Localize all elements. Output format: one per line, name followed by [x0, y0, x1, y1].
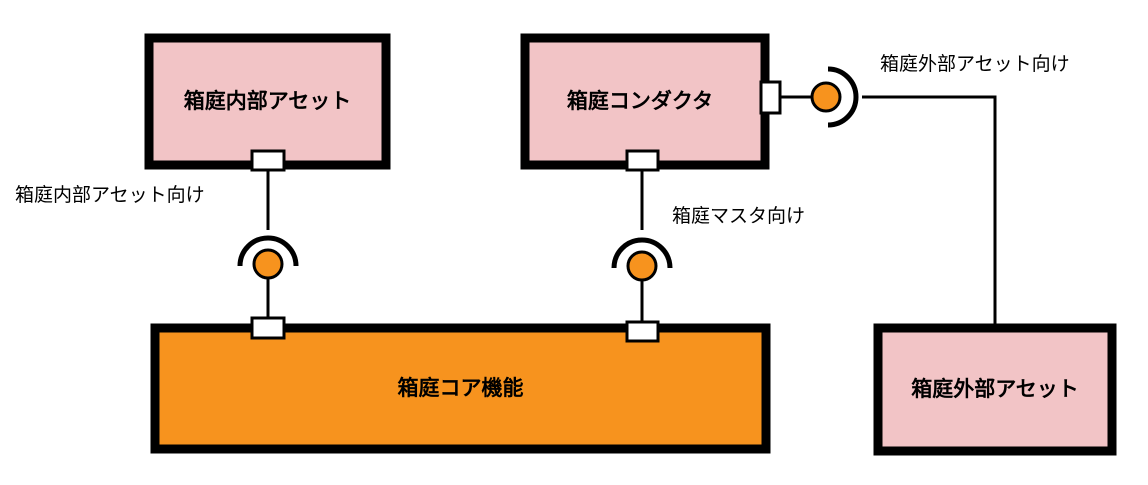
component-external-asset: 箱庭外部アセット [873, 323, 1117, 456]
interface-internal-label: 箱庭内部アセット向け [15, 184, 205, 206]
component-conductor-label: 箱庭コンダクタ [567, 89, 713, 113]
component-external-asset-box [873, 323, 1117, 456]
port-core-right [625, 320, 660, 343]
interface-external-label: 箱庭外部アセット向け [880, 53, 1070, 75]
component-conductor: 箱庭コンダクタ [520, 33, 770, 170]
port-conductor-bottom [625, 149, 660, 172]
interface-external [810, 66, 859, 128]
ball-internal [252, 248, 284, 280]
connector-external [780, 95, 997, 324]
component-external-asset-label: 箱庭外部アセット [911, 377, 1079, 401]
socket-master [611, 237, 673, 269]
component-internal-asset: 箱庭内部アセット [144, 33, 391, 170]
ball-master [626, 250, 658, 282]
port-internal-asset-bottom [250, 149, 286, 172]
port-conductor-right [759, 80, 782, 115]
interface-master [611, 237, 673, 282]
socket-external [827, 66, 859, 128]
interface-internal [237, 235, 299, 280]
port-core-left [250, 316, 286, 340]
interface-master-label: 箱庭マスタ向け [672, 205, 805, 227]
component-core-box [150, 323, 771, 454]
component-internal-asset-label: 箱庭内部アセット [184, 89, 352, 113]
component-core: 箱庭コア機能 [150, 323, 771, 454]
socket-internal [237, 235, 299, 267]
ball-external [810, 81, 842, 113]
component-internal-asset-box [144, 33, 391, 170]
component-core-label: 箱庭コア機能 [398, 376, 524, 400]
